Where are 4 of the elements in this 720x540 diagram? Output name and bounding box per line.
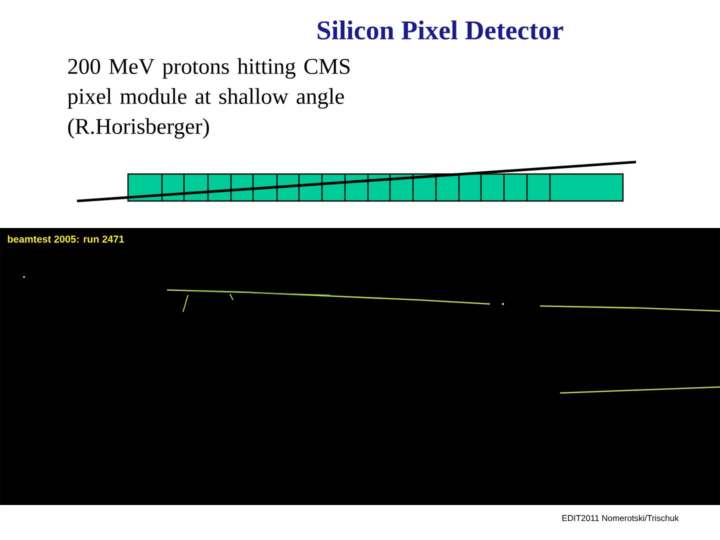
subtitle-text: 200 MeV protons hitting CMS pixel module at shallow angle (R.Horisberger) xyxy=(68,58,350,139)
footer-text: EDIT2011 Nomerotski/Trischuk xyxy=(562,514,679,522)
slide-title: Silicon Pixel Detector xyxy=(318,20,564,40)
run-label: beamtest 2005: run 2471 xyxy=(8,235,124,243)
